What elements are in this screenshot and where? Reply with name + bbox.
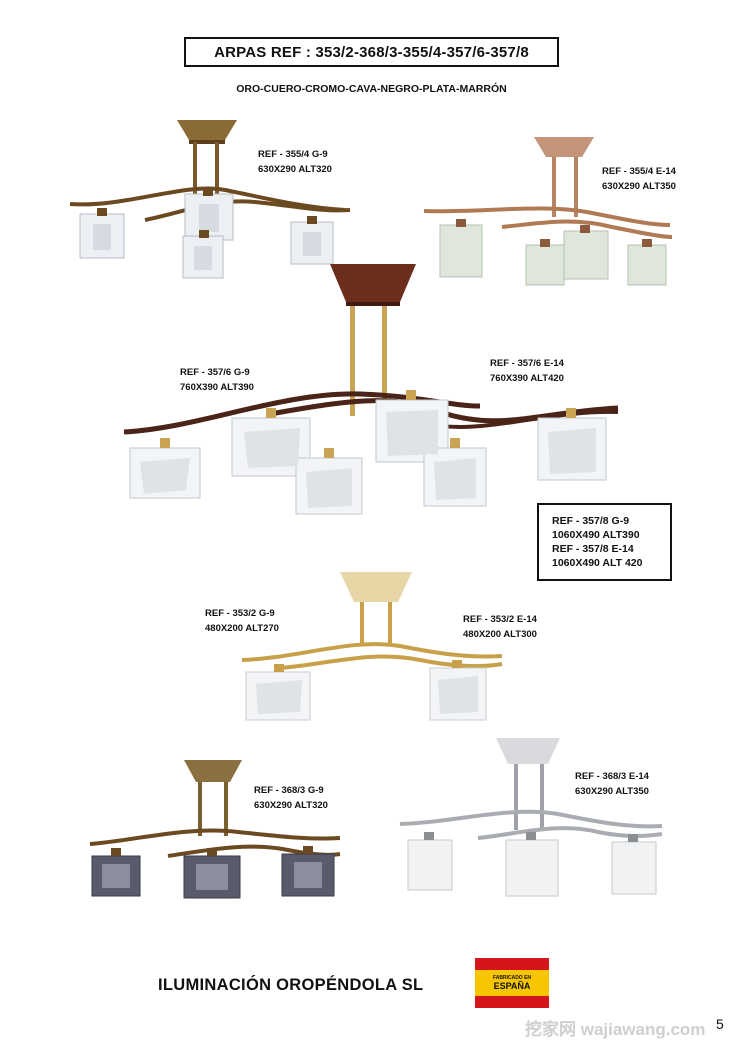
- lamp-355-4-e14-image: [423, 137, 673, 286]
- spain-flag-icon: FABRICADO EN ESPAÑA: [475, 958, 549, 1008]
- ref-355-4-g9: REF - 355/4 G-9 630X290 ALT320: [258, 147, 332, 177]
- lamp-368-3-g9-image: [89, 760, 341, 899]
- watermark: 挖家网 wajiawang.com: [525, 1020, 706, 1039]
- ref-code: REF - 357/6 G-9: [180, 367, 250, 378]
- ref-357-8-box: REF - 357/8 G-9 1060X490 ALT390 REF - 35…: [537, 503, 672, 581]
- ref-dimensions: 760X390 ALT390: [180, 382, 254, 393]
- ref-dimensions: 630X290 ALT320: [254, 800, 328, 811]
- lamp-355-4-g9-image: [69, 120, 351, 279]
- ref-dimensions: 480X200 ALT300: [463, 629, 537, 640]
- ref-355-4-e14: REF - 355/4 E-14 630X290 ALT350: [602, 164, 676, 194]
- company-name: ILUMINACIÓN OROPÉNDOLA SL: [158, 976, 424, 994]
- ref-dimensions: 480X200 ALT270: [205, 623, 279, 634]
- ref-code: REF - 355/4 E-14: [602, 166, 676, 177]
- ref-dimensions: 630X290 ALT350: [602, 181, 676, 192]
- lamp-368-3-e14-image: [399, 738, 663, 897]
- lamp-357-6-image: [123, 264, 619, 515]
- ref-357-6-g9: REF - 357/6 G-9 760X390 ALT390: [180, 365, 254, 395]
- ref-code: REF - 353/2 E-14: [463, 614, 537, 625]
- ref-code: REF - 368/3 E-14: [575, 771, 649, 782]
- ref-dimensions-e14: 1060X490 ALT 420: [552, 557, 643, 569]
- flag-caption-small: FABRICADO EN: [492, 975, 532, 981]
- finishes-list: ORO-CUERO-CROMO-CAVA-NEGRO-PLATA-MARRÓN: [236, 83, 507, 95]
- ref-353-2-g9: REF - 353/2 G-9 480X200 ALT270: [205, 606, 279, 636]
- ref-code: REF - 357/6 E-14: [490, 358, 564, 369]
- ref-dimensions-g9: 1060X490 ALT390: [552, 529, 640, 541]
- ref-353-2-e14: REF - 353/2 E-14 480X200 ALT300: [463, 612, 537, 642]
- ref-357-6-e14: REF - 357/6 E-14 760X390 ALT420: [490, 356, 564, 386]
- ref-code: REF - 368/3 G-9: [254, 785, 324, 796]
- ref-dimensions: 760X390 ALT420: [490, 373, 564, 384]
- ref-dimensions: 630X290 ALT350: [575, 786, 649, 797]
- ref-368-3-e14: REF - 368/3 E-14 630X290 ALT350: [575, 769, 649, 799]
- ref-368-3-g9: REF - 368/3 G-9 630X290 ALT320: [254, 783, 328, 813]
- lamp-353-2-image: [241, 572, 503, 721]
- flag-caption-big: ESPAÑA: [493, 981, 531, 991]
- ref-code-g9: REF - 357/8 G-9: [552, 515, 630, 527]
- ref-code: REF - 353/2 G-9: [205, 608, 275, 619]
- page-number: 5: [716, 1016, 724, 1032]
- ref-dimensions: 630X290 ALT320: [258, 164, 332, 175]
- ref-code: REF - 355/4 G-9: [258, 149, 328, 160]
- catalog-title: ARPAS REF : 353/2-368/3-355/4-357/6-357/…: [184, 37, 559, 67]
- ref-code-e14: REF - 357/8 E-14: [552, 543, 634, 555]
- catalog-title-text: ARPAS REF : 353/2-368/3-355/4-357/6-357/…: [214, 43, 529, 61]
